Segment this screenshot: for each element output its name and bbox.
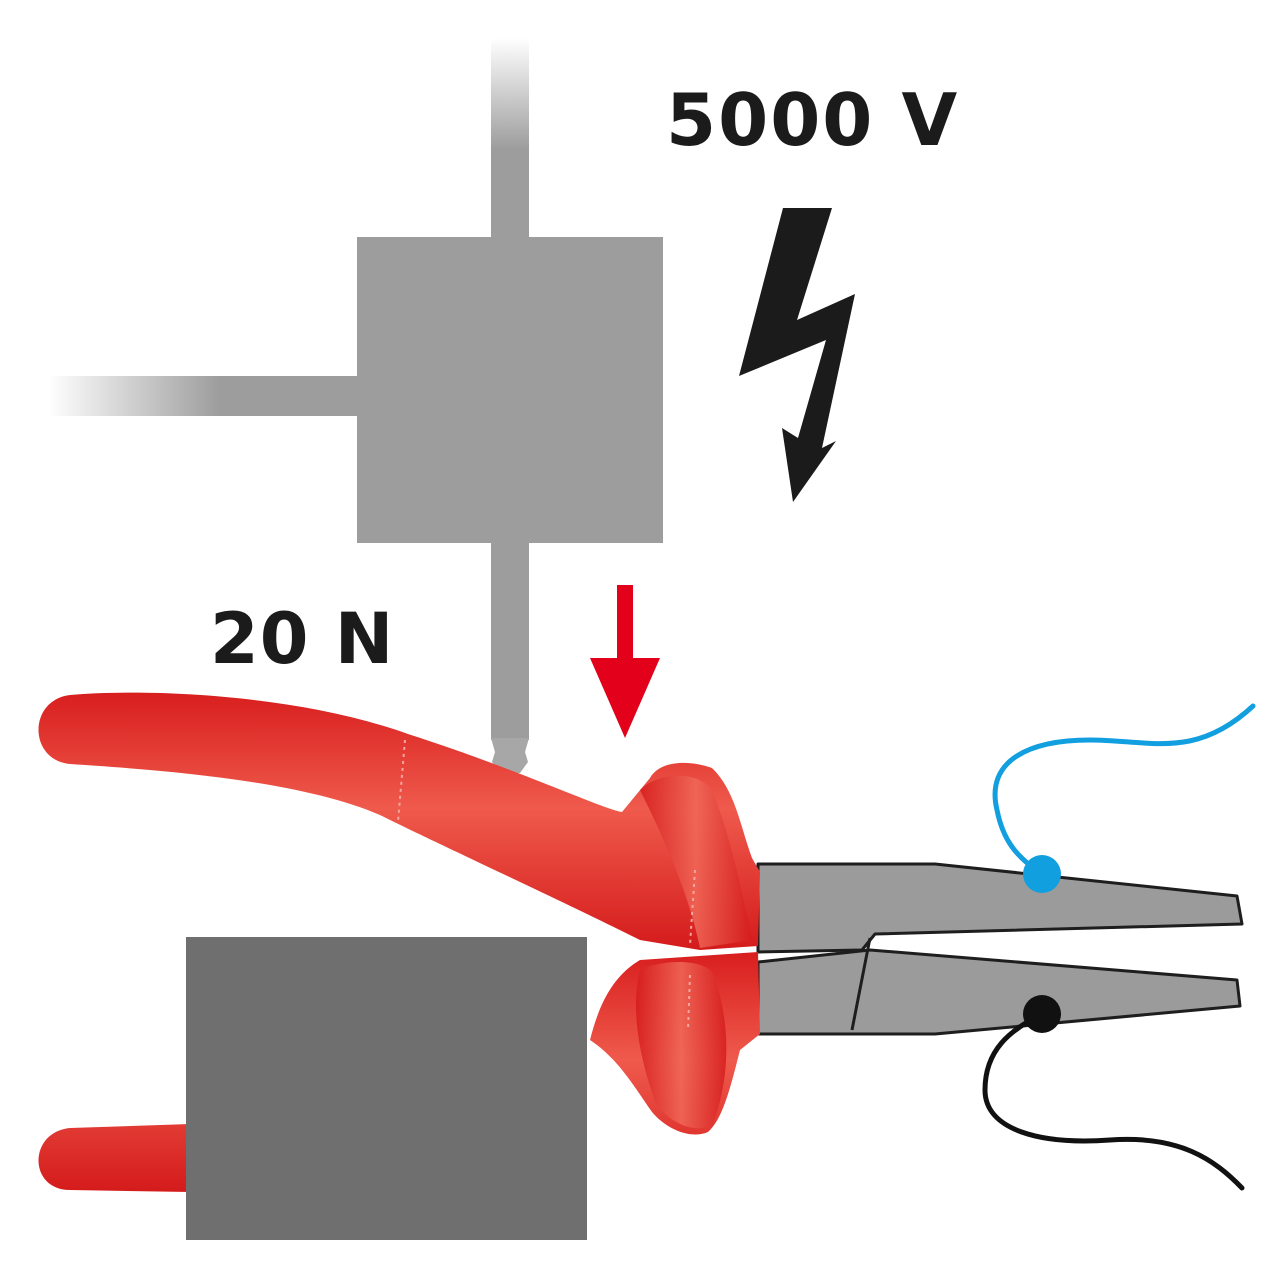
force-label: 20 N [210, 598, 395, 680]
electrode-housing [357, 237, 663, 543]
voltage-label: 5000 V [666, 78, 960, 162]
electrode-probe-tip [491, 738, 529, 773]
test-electrode [48, 38, 663, 773]
blue-test-lead [992, 703, 1256, 893]
down-arrow-icon [590, 585, 660, 738]
pliers-lower-jaw [756, 948, 1242, 1036]
electrode-probe [491, 540, 529, 740]
electrode-side-rod [48, 376, 360, 416]
test-base-block [186, 937, 587, 1240]
lightning-bolt-icon [739, 208, 855, 502]
pliers [38, 692, 1244, 1192]
pliers-lower-hilt [635, 962, 727, 1129]
pliers-upper-hilt [640, 775, 752, 948]
pliers-upper-handle [38, 692, 760, 950]
electrode-top-rod [491, 38, 529, 240]
pliers-upper-jaw [756, 862, 1244, 954]
black-test-lead [982, 995, 1245, 1191]
